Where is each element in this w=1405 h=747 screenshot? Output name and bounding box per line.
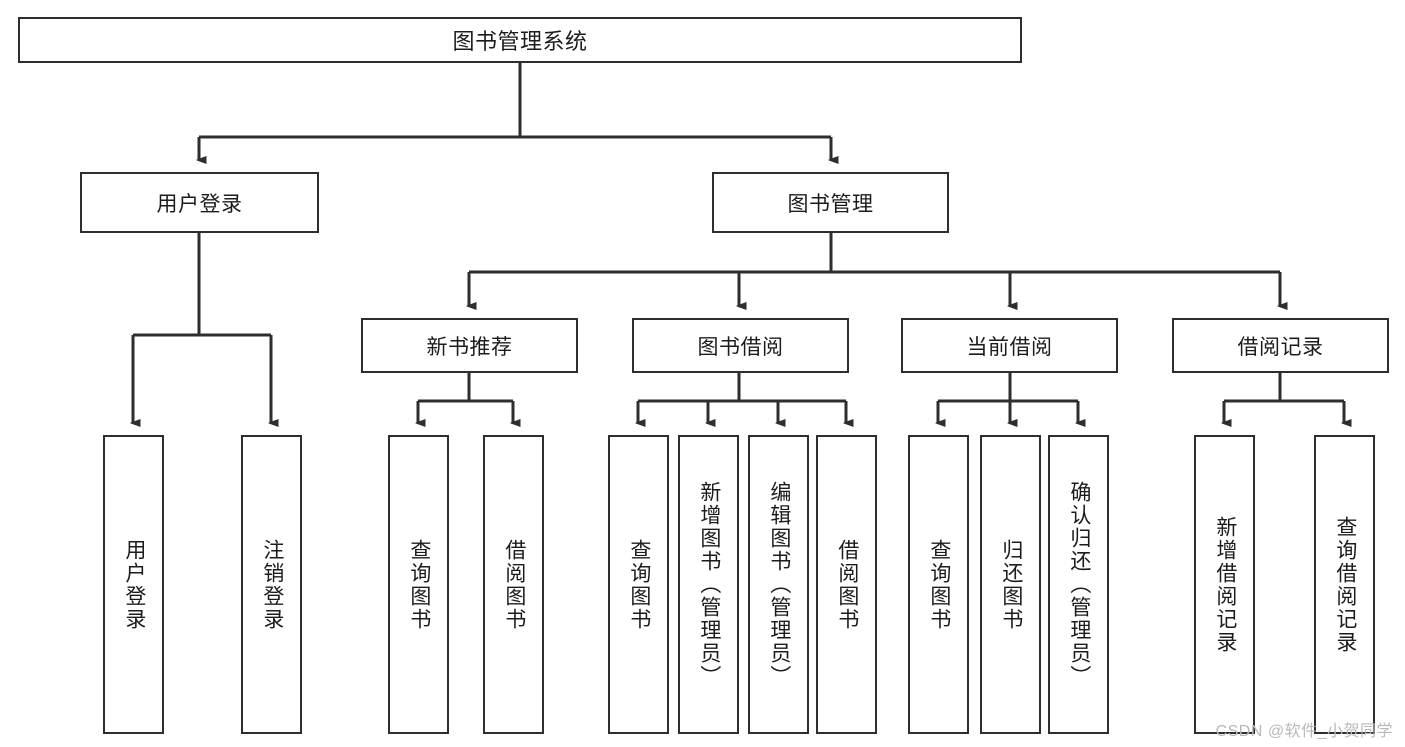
node-leaf-query-book-1[interactable]: 查询图书 [388,435,449,734]
node-leaf-user-logout[interactable]: 注销登录 [241,435,302,734]
node-leaf-confirm-return[interactable]: 确认归还（管理员） [1048,435,1109,734]
node-label: 借阅图书 [502,538,526,631]
node-current-borrow[interactable]: 当前借阅 [901,318,1118,373]
node-label: 新增借阅记录 [1213,515,1237,654]
node-label: 查询图书 [927,538,951,631]
node-label: 新增图书（管理员） [697,481,721,688]
node-leaf-borrow-book-2[interactable]: 借阅图书 [816,435,877,734]
node-root-system[interactable]: 图书管理系统 [18,17,1022,63]
node-label: 归还图书 [999,538,1023,631]
node-leaf-borrow-book-1[interactable]: 借阅图书 [483,435,544,734]
node-leaf-add-record[interactable]: 新增借阅记录 [1194,435,1255,734]
node-label: 新书推荐 [426,335,513,359]
node-label: 注销登录 [260,538,284,631]
node-leaf-add-book[interactable]: 新增图书（管理员） [678,435,739,734]
node-label: 查询图书 [627,538,651,631]
node-label: 当前借阅 [966,335,1053,359]
node-leaf-query-book-3[interactable]: 查询图书 [908,435,969,734]
node-leaf-edit-book[interactable]: 编辑图书（管理员） [748,435,809,734]
node-label: 借阅图书 [835,538,859,631]
node-label: 用户登录 [122,538,146,631]
node-label: 图书管理系统 [452,29,588,54]
node-label: 用户登录 [156,192,243,216]
node-book-management[interactable]: 图书管理 [712,172,949,233]
node-leaf-query-record[interactable]: 查询借阅记录 [1314,435,1375,734]
node-leaf-user-login[interactable]: 用户登录 [103,435,164,734]
node-label: 查询借阅记录 [1333,515,1357,654]
node-label: 确认归还（管理员） [1067,481,1091,688]
node-label: 借阅记录 [1237,335,1324,359]
node-label: 查询图书 [407,538,431,631]
watermark: CSDN @软件_小贺同学 [1215,723,1393,740]
node-label: 图书管理 [787,192,874,216]
node-label: 编辑图书（管理员） [767,481,791,688]
node-book-borrow[interactable]: 图书借阅 [632,318,849,373]
node-label: 图书借阅 [697,335,784,359]
node-new-book-recommend[interactable]: 新书推荐 [361,318,578,373]
node-leaf-query-book-2[interactable]: 查询图书 [608,435,669,734]
node-borrow-record[interactable]: 借阅记录 [1172,318,1389,373]
node-leaf-return-book[interactable]: 归还图书 [980,435,1041,734]
node-user-login[interactable]: 用户登录 [80,172,319,233]
